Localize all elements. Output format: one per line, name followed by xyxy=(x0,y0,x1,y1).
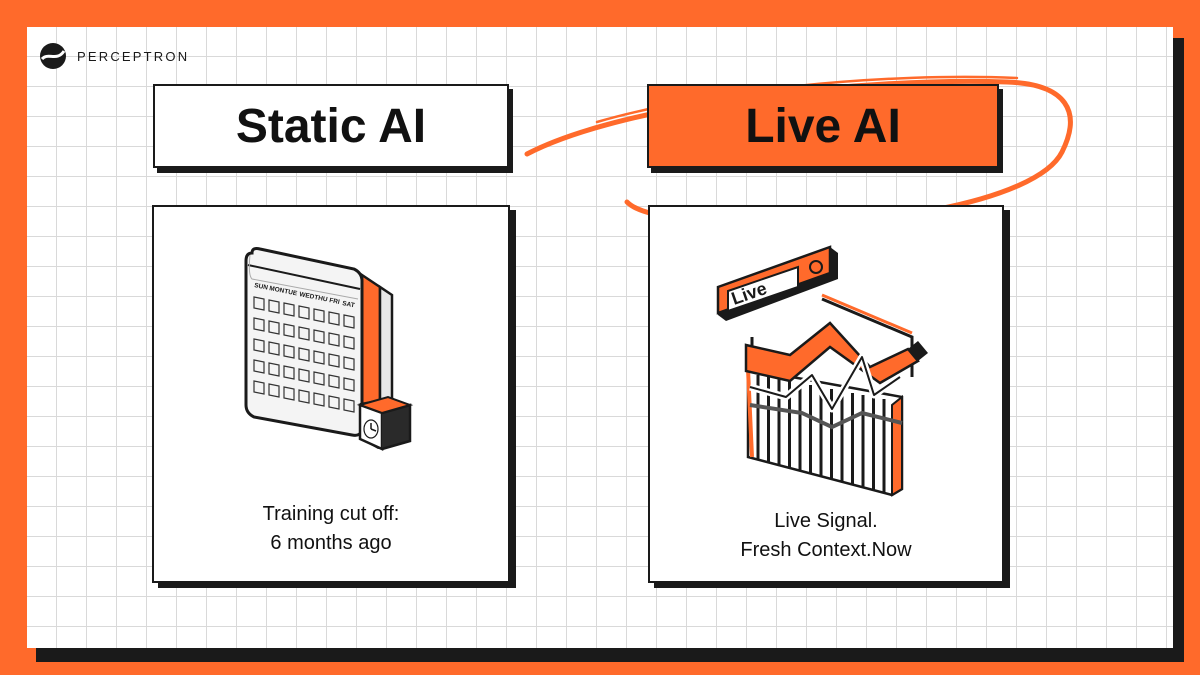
calendar-day-cell xyxy=(253,380,265,395)
calendar-day-cell xyxy=(283,323,295,338)
weekday-label: FRI xyxy=(329,297,341,306)
calendar-day-cell xyxy=(268,362,280,377)
live-chart-icon: Live xyxy=(712,237,942,497)
calendar-day-cell xyxy=(283,302,295,317)
calendar-day-cell xyxy=(313,371,325,386)
weekday-label: WED xyxy=(299,291,316,301)
calendar-day-cell xyxy=(268,320,280,335)
calendar-day-cell xyxy=(343,314,355,329)
live-ai-title: Live AI xyxy=(647,84,999,168)
calendar-day-cell xyxy=(328,332,340,347)
perceptron-logo-icon xyxy=(39,42,67,70)
calendar-day-cell xyxy=(343,356,355,371)
calendar-day-cell xyxy=(253,359,265,374)
caption-line: Live Signal. xyxy=(774,510,878,532)
calendar-day-cell xyxy=(298,368,310,383)
caption-line: 6 months ago xyxy=(270,532,392,554)
calendar-day-cell xyxy=(328,374,340,389)
calendar-day-cell xyxy=(268,299,280,314)
caption-line: Fresh Context.Now xyxy=(740,539,912,561)
calendar-day-cell xyxy=(343,398,355,413)
weekday-label: SAT xyxy=(342,300,356,309)
calendar-day-cell xyxy=(298,389,310,404)
grid-canvas: PERCEPTRON Static AI Live AI S xyxy=(27,27,1173,648)
live-ai-card: Live Live Signal. Fresh Context.Now xyxy=(648,205,1004,583)
calendar-day-cell xyxy=(253,317,265,332)
calendar-clock-icon: SUN MON TUE WED THU FRI SAT xyxy=(242,245,422,455)
static-ai-title-text: Static AI xyxy=(235,99,427,153)
static-ai-title: Static AI xyxy=(153,84,509,168)
calendar-day-cell xyxy=(343,377,355,392)
calendar-day-cell xyxy=(253,338,265,353)
calendar-grid xyxy=(253,296,355,413)
calendar-day-cell xyxy=(268,341,280,356)
calendar-day-cell xyxy=(268,383,280,398)
brand: PERCEPTRON xyxy=(39,41,189,71)
calendar-day-cell xyxy=(328,311,340,326)
calendar-day-cell xyxy=(298,347,310,362)
calendar-day-cell xyxy=(313,308,325,323)
calendar-day-cell xyxy=(283,365,295,380)
calendar-day-cell xyxy=(313,350,325,365)
calendar-day-cell xyxy=(328,353,340,368)
brand-name: PERCEPTRON xyxy=(77,48,190,64)
calendar-day-cell xyxy=(298,305,310,320)
static-ai-caption: Training cut off: 6 months ago xyxy=(154,500,508,558)
weekday-label: THU xyxy=(314,294,329,303)
calendar-day-cell xyxy=(298,326,310,341)
calendar-day-cell xyxy=(313,329,325,344)
calendar-day-cell xyxy=(343,335,355,350)
calendar-day-cell xyxy=(253,296,265,311)
live-ai-title-text: Live AI xyxy=(745,99,901,153)
caption-line: Training cut off: xyxy=(262,503,400,525)
weekday-label: MON xyxy=(269,285,286,295)
weekday-label: TUE xyxy=(284,288,299,297)
static-ai-card: SUN MON TUE WED THU FRI SAT xyxy=(152,205,510,583)
calendar-day-cell xyxy=(283,386,295,401)
live-ai-caption: Live Signal. Fresh Context.Now xyxy=(650,507,1002,565)
calendar-day-cell xyxy=(283,344,295,359)
calendar-day-cell xyxy=(328,395,340,410)
weekday-label: SUN xyxy=(254,282,269,292)
calendar-day-cell xyxy=(313,392,325,407)
